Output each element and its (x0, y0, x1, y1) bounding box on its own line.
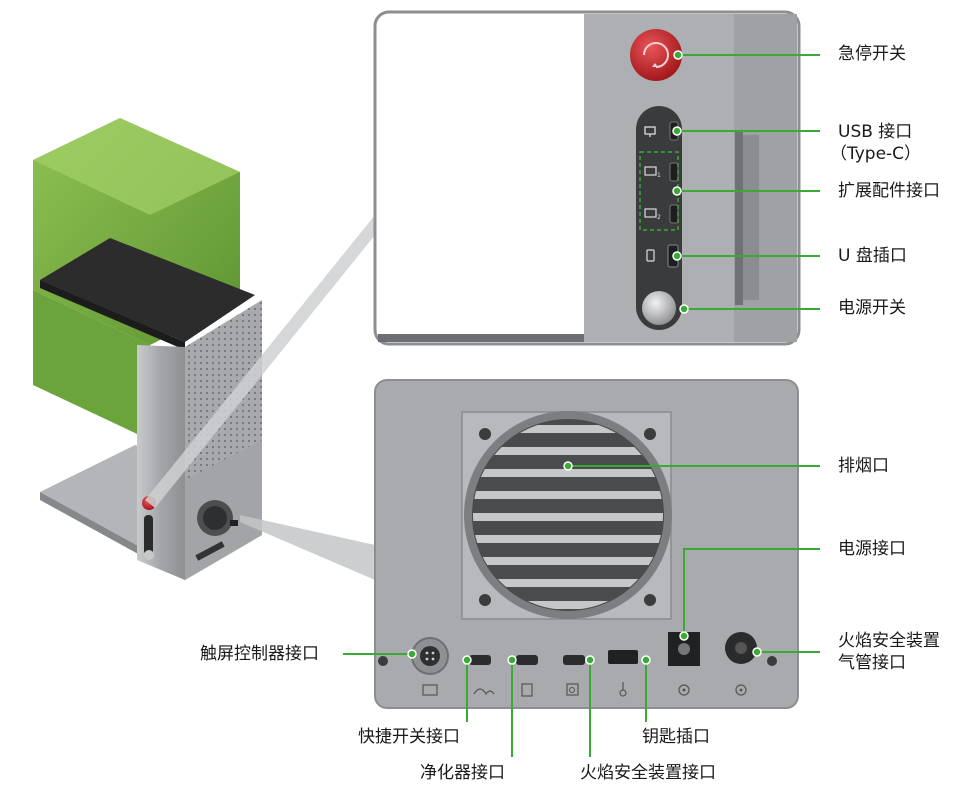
accessory-1-icon: 1 (644, 166, 661, 179)
label-flame-air-1: 火焰安全装置 (838, 631, 940, 651)
air-tube-icon (735, 684, 747, 696)
label-power-switch: 电源开关 (838, 298, 906, 318)
power-knob (642, 291, 676, 325)
svg-text:1: 1 (657, 172, 661, 179)
zoom-wedge-top (145, 215, 375, 508)
touch-screen-icon (422, 684, 438, 696)
device-top (40, 238, 255, 342)
key-icon (619, 682, 627, 697)
device-illustration (33, 118, 262, 580)
monitor-icon (644, 126, 656, 137)
flame-icon (566, 683, 579, 696)
label-flame-safety-port: 火焰安全装置接口 (580, 763, 716, 783)
udisk-icon (646, 249, 655, 262)
accessory-2-icon: 2 (644, 208, 661, 221)
top-zoom-panel: 1 2 (373, 10, 801, 346)
purifier-icon (521, 683, 533, 697)
callout-lines (343, 54, 820, 757)
label-flame-air-2: 气管接口 (838, 653, 906, 673)
svg-text:2: 2 (657, 214, 661, 221)
callout-dots (407, 50, 762, 665)
label-key-slot: 钥匙插口 (642, 727, 710, 747)
label-power-port: 电源接口 (838, 539, 906, 559)
label-accessory-port: 扩展配件接口 (838, 181, 940, 201)
label-exhaust-port: 排烟口 (838, 456, 889, 476)
label-udisk-slot: U 盘插口 (838, 246, 907, 266)
label-emergency-stop: 急停开关 (838, 44, 906, 64)
label-quick-switch-port: 快捷开关接口 (358, 727, 460, 747)
label-touch-controller-port: 触屏控制器接口 (200, 644, 319, 664)
label-usb-port-type: （Type-C） (830, 144, 922, 164)
quick-switch-icon (473, 688, 495, 696)
label-usb-port: USB 接口 (838, 122, 913, 142)
estop-button (630, 29, 682, 81)
zoom-wedge-bottom (240, 515, 375, 580)
bottom-zoom-panel (374, 379, 799, 709)
label-purifier-port: 净化器接口 (420, 763, 505, 783)
power-port-icon (678, 684, 690, 696)
port-strip (636, 106, 682, 330)
